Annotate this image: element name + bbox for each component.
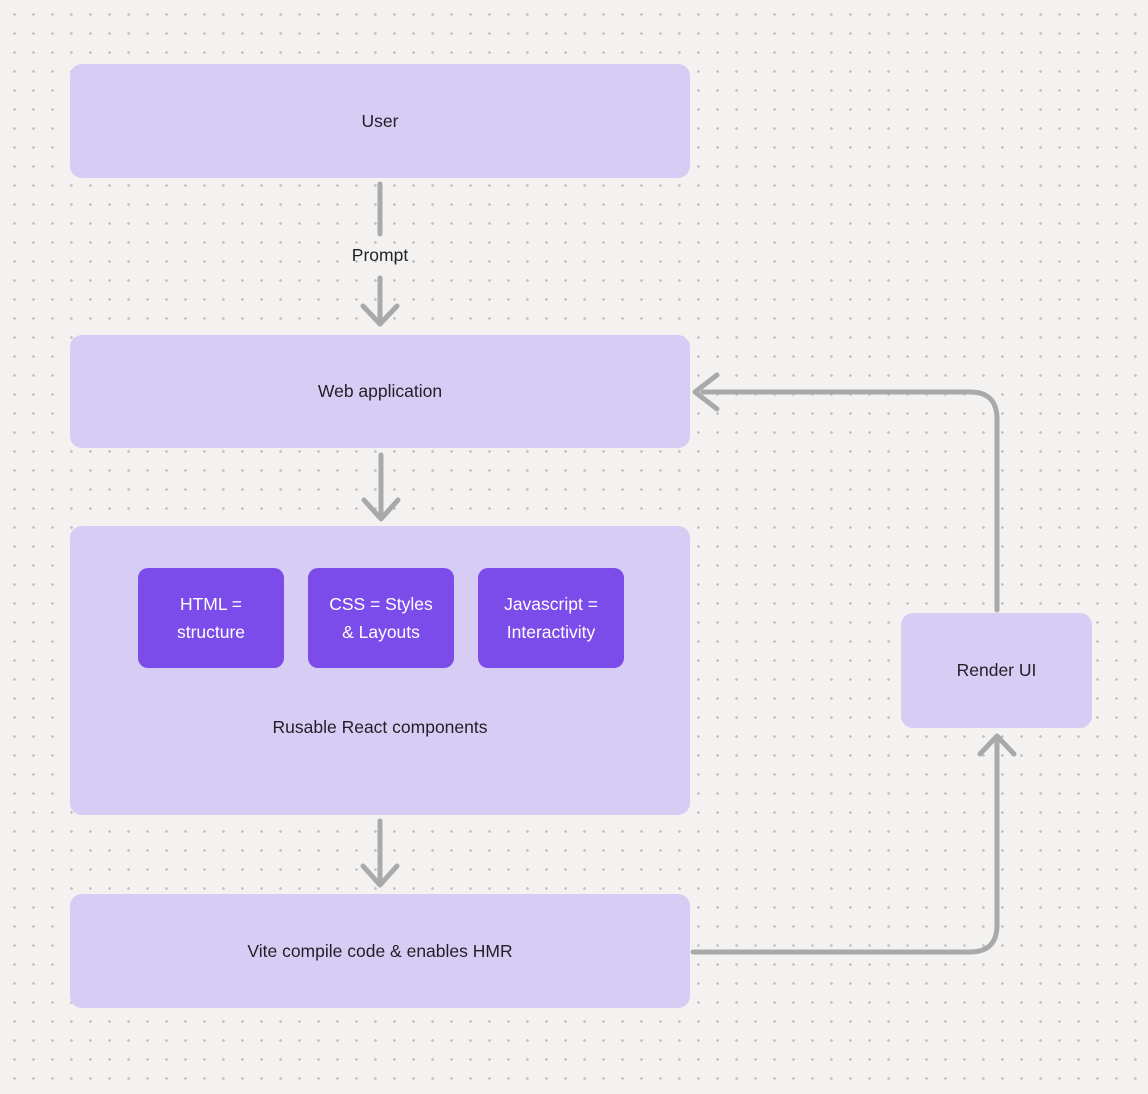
- edge-vite-to-renderui-shaft: [690, 738, 1000, 955]
- node-html: HTML = structure: [138, 568, 284, 668]
- arrow-down-icon: [361, 497, 401, 522]
- arrow-left-icon: [692, 372, 720, 412]
- node-user: User: [70, 64, 690, 178]
- node-javascript: Javascript = Interactivity: [478, 568, 624, 668]
- arrow-down-icon: [360, 303, 400, 327]
- node-css-label: CSS = Styles & Layouts: [329, 594, 433, 642]
- edge-renderui-to-webapp-shaft: [700, 389, 1000, 613]
- arrow-up-icon: [977, 733, 1017, 757]
- edge-label-prompt: Prompt: [351, 245, 409, 265]
- node-render-ui: Render UI: [901, 613, 1092, 728]
- node-user-label: User: [361, 110, 399, 131]
- arrow-down-icon: [360, 863, 400, 888]
- node-html-label: HTML = structure: [176, 594, 246, 642]
- node-web-application-label: Web application: [317, 381, 443, 402]
- node-components-group-label: Rusable React components: [272, 717, 488, 737]
- node-javascript-label: Javascript = Interactivity: [504, 594, 598, 642]
- node-vite-label: Vite compile code & enables HMR: [247, 940, 513, 961]
- node-web-application: Web application: [70, 335, 690, 448]
- node-css: CSS = Styles & Layouts: [308, 568, 454, 668]
- node-components-group: HTML = structure CSS = Styles & Layouts …: [70, 526, 690, 815]
- node-render-ui-label: Render UI: [956, 660, 1037, 681]
- node-vite: Vite compile code & enables HMR: [70, 894, 690, 1008]
